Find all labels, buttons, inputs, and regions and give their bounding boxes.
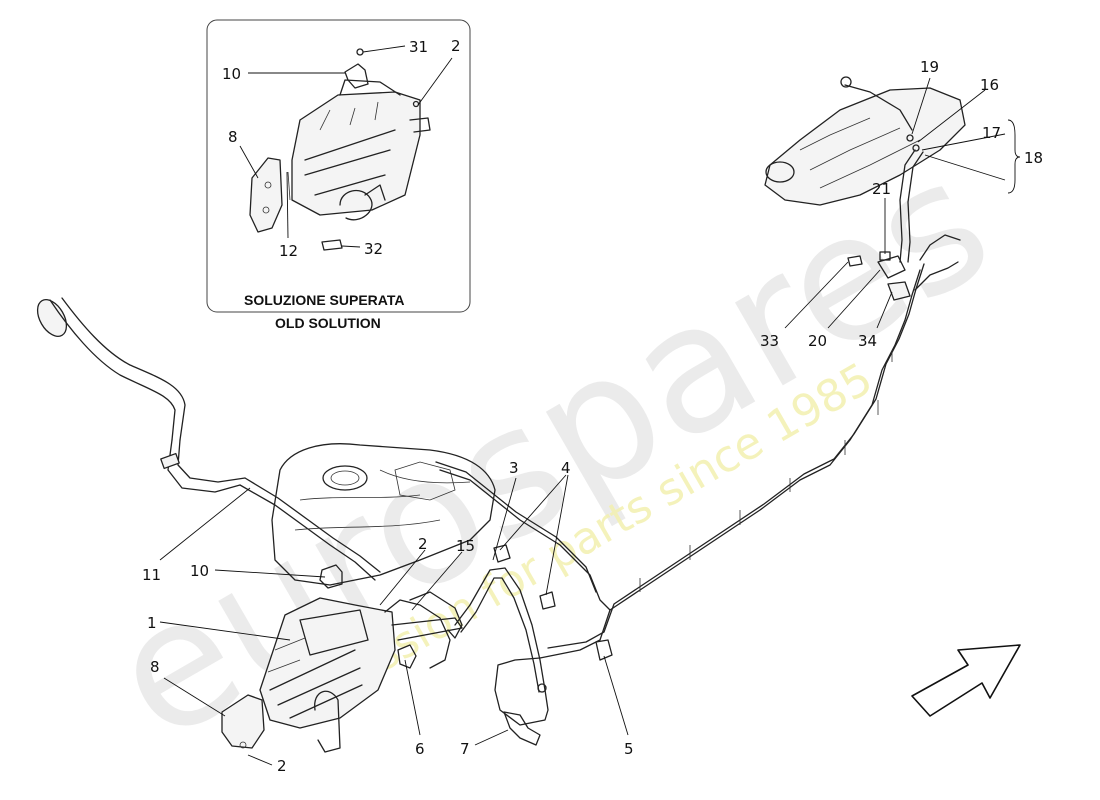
- callout-12: 12: [279, 242, 298, 260]
- inset-bracket-8: [249, 157, 283, 233]
- callout-5: 5: [624, 740, 634, 758]
- callout-32: 32: [364, 240, 383, 258]
- inset-nut-31: [356, 48, 364, 56]
- leaders: [159, 77, 1021, 766]
- callout-17: 17: [982, 124, 1001, 142]
- callout-2-upper: 2: [418, 535, 428, 553]
- inset-bracket-10: [344, 63, 369, 89]
- clip-6: [397, 644, 417, 669]
- bracket-8: [221, 694, 265, 749]
- callout-2-lower: 2: [277, 757, 287, 775]
- clip-5: [595, 639, 613, 661]
- callout-8: 8: [150, 658, 160, 676]
- callout-20: 20: [808, 332, 827, 350]
- callout-10-inset: 10: [222, 65, 241, 83]
- bracket-10: [319, 564, 343, 589]
- pipe-3: [454, 567, 546, 691]
- old-solution-inset: 10 31 2 8 12 32 SOLUZIONE SUPERATA OLD S…: [206, 19, 471, 331]
- fuel-tank: [271, 443, 496, 586]
- callout-34: 34: [858, 332, 877, 350]
- intake-manifold: [764, 76, 966, 206]
- callout-7: 7: [460, 740, 470, 758]
- inset-canister: [291, 79, 431, 221]
- bolt-33: [847, 255, 863, 267]
- valve-20: [877, 255, 906, 279]
- callout-15: 15: [456, 537, 475, 555]
- watermark: eurospares a passion for parts since 198…: [80, 120, 1022, 781]
- callout-11: 11: [142, 566, 161, 584]
- filler-neck: [36, 297, 381, 581]
- inset-title-en: OLD SOLUTION: [275, 315, 381, 331]
- callout-6: 6: [415, 740, 425, 758]
- bracket-7: [503, 711, 541, 746]
- callout-1: 1: [147, 614, 157, 632]
- callout-3: 3: [509, 459, 519, 477]
- callout-31: 31: [409, 38, 428, 56]
- callout-4: 4: [561, 459, 571, 477]
- arrow-northeast-icon: [911, 644, 1021, 717]
- inset-bolt-32: [321, 239, 343, 251]
- callouts: 1 2 8 2 10 11 15 3 4 6 7 5 33 20 34 21 1…: [142, 58, 1043, 775]
- clip-4a: [493, 544, 511, 563]
- inset-frame: [206, 19, 471, 313]
- bracket-34: [887, 281, 911, 301]
- inset-title-it: SOLUZIONE SUPERATA: [244, 292, 405, 308]
- watermark-logo: eurospares: [80, 120, 1022, 781]
- callout-33: 33: [760, 332, 779, 350]
- callout-8-inset: 8: [228, 128, 238, 146]
- callout-18: 18: [1024, 149, 1043, 167]
- clip-4b: [539, 591, 556, 610]
- canister: [259, 597, 463, 753]
- vent-line: [435, 263, 925, 659]
- callout-19: 19: [920, 58, 939, 76]
- callout-21: 21: [872, 180, 891, 198]
- callout-10: 10: [190, 562, 209, 580]
- callout-16: 16: [980, 76, 999, 94]
- callout-2-inset: 2: [451, 37, 461, 55]
